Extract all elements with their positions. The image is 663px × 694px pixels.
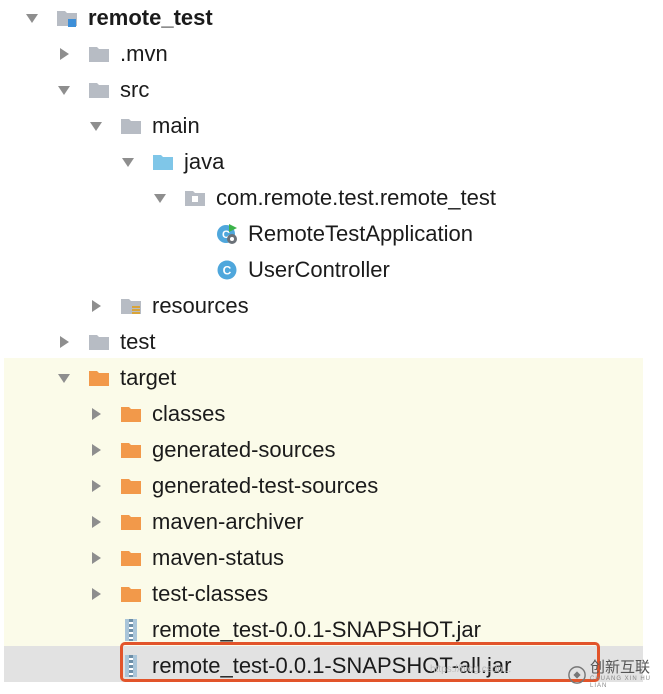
spring-boot-application-class-icon: C: [216, 223, 238, 245]
tree-row-label: classes: [152, 401, 226, 426]
folder-icon: [88, 331, 110, 353]
tree-row-label: com.remote.test.remote_test: [216, 185, 496, 210]
excluded-folder-icon: [120, 547, 142, 569]
collapsed-arrow-icon[interactable]: [56, 46, 72, 62]
tree-row[interactable]: classes: [0, 396, 660, 432]
tree-row-label: generated-test-sources: [152, 473, 379, 498]
tree-row-label: remote_test: [88, 5, 213, 30]
tree-row-label: main: [152, 113, 200, 138]
source-root-folder-icon: [152, 151, 174, 173]
tree-row[interactable]: generated-test-sources: [0, 468, 660, 504]
package-icon: [184, 187, 206, 209]
expanded-arrow-icon[interactable]: [56, 370, 72, 386]
tree-row[interactable]: .mvn: [0, 36, 660, 72]
tree-row[interactable]: target: [0, 360, 660, 396]
excluded-folder-icon: [120, 403, 142, 425]
tree-row-label: resources: [152, 293, 249, 318]
collapsed-arrow-icon[interactable]: [88, 586, 104, 602]
tree-row[interactable]: java: [0, 144, 660, 180]
collapsed-arrow-icon[interactable]: [88, 550, 104, 566]
tree-row[interactable]: remote_test-0.0.1-SNAPSHOT-all.jar: [0, 648, 660, 684]
excluded-folder-icon: [120, 511, 142, 533]
selected-row-background: [4, 646, 643, 682]
watermark-logo-subtext: CHUANG XIN HU LIAN: [590, 676, 652, 689]
tree-row-label: src: [120, 77, 150, 102]
expanded-arrow-icon[interactable]: [24, 10, 40, 26]
watermark-logo-text: 创新互联: [590, 659, 651, 676]
tree-row-label: test: [120, 329, 156, 354]
excluded-folder-icon: [120, 583, 142, 605]
tree-row[interactable]: resources: [0, 288, 660, 324]
folder-icon: [88, 43, 110, 65]
tree-row[interactable]: com.remote.test.remote_test: [0, 180, 660, 216]
jar-archive-icon: [120, 619, 142, 641]
resources-folder-icon: [120, 295, 142, 317]
expanded-arrow-icon[interactable]: [88, 118, 104, 134]
jar-archive-icon: [120, 655, 142, 677]
module-folder-icon: [56, 7, 78, 29]
tree-row[interactable]: test-classes: [0, 576, 660, 612]
tree-row[interactable]: src: [0, 72, 660, 108]
collapsed-arrow-icon[interactable]: [56, 334, 72, 350]
collapsed-arrow-icon[interactable]: [88, 298, 104, 314]
excluded-folder-icon: [120, 439, 142, 461]
excluded-folder-icon: [88, 367, 110, 389]
svg-text:C: C: [223, 264, 232, 278]
highlight-annotation-box: [120, 642, 600, 682]
tree-row-label: remote_test-0.0.1-SNAPSHOT-all.jar: [152, 653, 512, 678]
tree-row[interactable]: C UserController: [0, 252, 660, 288]
tree-row[interactable]: C RemoteTestApplication: [0, 216, 660, 252]
tree-row[interactable]: remote_test-0.0.1-SNAPSHOT.jar: [0, 612, 660, 648]
watermark-url: https://blog.csdn...: [430, 664, 512, 675]
collapsed-arrow-icon[interactable]: [88, 478, 104, 494]
collapsed-arrow-icon[interactable]: [88, 406, 104, 422]
brand-logo-icon: [568, 666, 586, 684]
tree-row-label: java: [184, 149, 225, 174]
folder-icon: [120, 115, 142, 137]
tree-row[interactable]: test: [0, 324, 660, 360]
watermark-logo: 创新互联 CHUANG XIN HU LIAN: [568, 660, 663, 690]
tree-row-label: .mvn: [120, 41, 168, 66]
tree-row-label: target: [120, 365, 177, 390]
excluded-folder-icon: [120, 475, 142, 497]
tree-row-label: test-classes: [152, 581, 269, 606]
folder-icon: [88, 79, 110, 101]
tree-row[interactable]: main: [0, 108, 660, 144]
tree-row[interactable]: generated-sources: [0, 432, 660, 468]
tree-row-label: maven-status: [152, 545, 285, 570]
tree-row-label: RemoteTestApplication: [248, 221, 474, 246]
tree-row[interactable]: maven-archiver: [0, 504, 660, 540]
tree-row[interactable]: maven-status: [0, 540, 660, 576]
expanded-arrow-icon[interactable]: [152, 190, 168, 206]
excluded-folder-highlight: [4, 358, 643, 646]
collapsed-arrow-icon[interactable]: [88, 442, 104, 458]
tree-row-label: UserController: [248, 257, 390, 282]
collapsed-arrow-icon[interactable]: [88, 514, 104, 530]
tree-row[interactable]: remote_test: [0, 0, 660, 36]
expanded-arrow-icon[interactable]: [120, 154, 136, 170]
tree-row-label: remote_test-0.0.1-SNAPSHOT.jar: [152, 617, 481, 642]
svg-text:C: C: [222, 229, 230, 241]
expanded-arrow-icon[interactable]: [56, 82, 72, 98]
java-class-icon: C: [216, 259, 238, 281]
tree-row-label: generated-sources: [152, 437, 336, 462]
tree-row-label: maven-archiver: [152, 509, 304, 534]
